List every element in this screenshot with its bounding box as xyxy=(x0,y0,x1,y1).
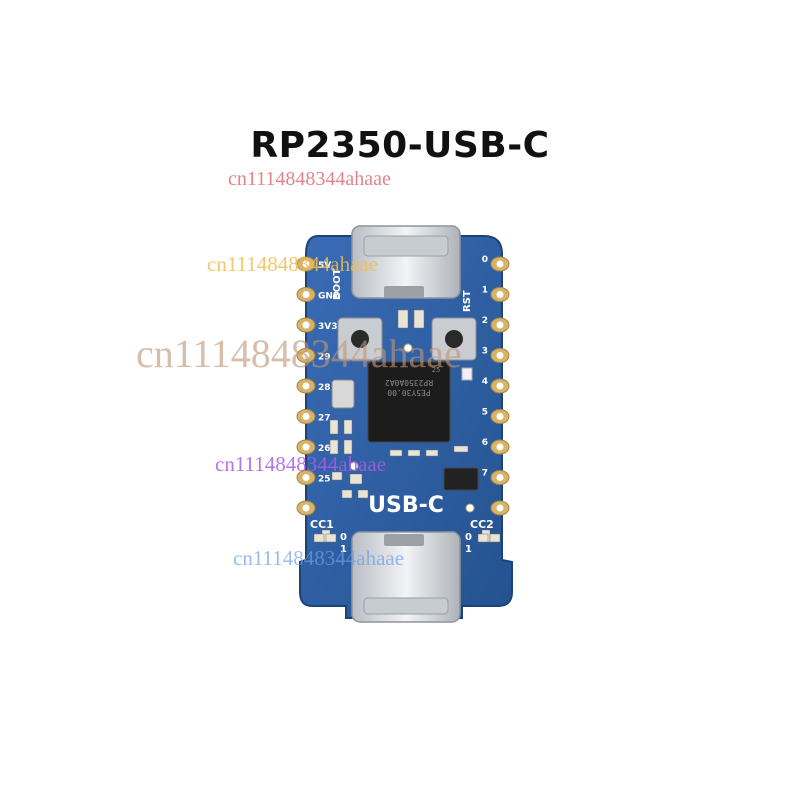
usb-c-connector-top xyxy=(351,225,461,299)
left-pin-label: 25 xyxy=(318,475,331,485)
chip-marking-1: RP2350A0A2 xyxy=(385,378,433,387)
right-pad-1 xyxy=(490,287,510,302)
left-pin-label: GND xyxy=(318,292,340,302)
right-pin-label: 1 xyxy=(482,286,488,296)
cc2-label: CC2 xyxy=(470,518,494,531)
left-pad-0 xyxy=(296,256,316,272)
right-pad-5 xyxy=(490,409,510,424)
watermark-text: cn1114848344ahaae xyxy=(215,452,387,476)
chip-marking-2: PE5Y30.00 xyxy=(387,388,431,397)
right-pad-3 xyxy=(490,348,510,363)
left-pad-2 xyxy=(296,317,316,333)
usb-c-connector-bottom xyxy=(351,531,461,623)
boot-label: BOOT xyxy=(332,268,343,300)
left-pin-labels: 5V GND 3V3 29 28 27 26 25 xyxy=(318,261,340,485)
cc1-label: CC1 xyxy=(310,518,334,531)
left-pin-label: 3V3 xyxy=(318,322,338,332)
right-pad-4 xyxy=(490,378,510,394)
left-pad-5 xyxy=(296,409,316,424)
crystal xyxy=(331,379,355,409)
reset-label: RST xyxy=(462,290,473,312)
right-pin-label: 4 xyxy=(482,377,488,387)
chip-marking-3: 25 xyxy=(432,366,440,374)
right-pin-label: 6 xyxy=(482,438,488,448)
boot-button xyxy=(337,317,383,361)
cc2-value-0: 0 xyxy=(465,532,472,543)
left-pad-1 xyxy=(296,287,316,302)
right-gold-pads xyxy=(490,256,510,516)
right-pad-0 xyxy=(490,256,510,272)
left-pad-4 xyxy=(296,378,316,394)
left-gold-pads xyxy=(296,256,316,516)
right-pad-2 xyxy=(490,317,510,333)
left-pad-3 xyxy=(296,348,316,363)
right-pad-8 xyxy=(490,500,510,516)
right-pin-label: 5 xyxy=(482,408,488,418)
reset-button xyxy=(431,317,477,361)
status-led xyxy=(461,367,473,381)
watermark-text: cn1114848344ahaae xyxy=(228,168,391,190)
watermark-text: cn1114848344ahaae xyxy=(207,252,379,276)
cc-resistor-pads xyxy=(313,533,501,543)
cc1-value-0: 0 xyxy=(340,532,347,543)
rp2350-chip: RP2350A0A2 PE5Y30.00 25 xyxy=(367,361,451,443)
left-pad-6 xyxy=(296,439,316,455)
right-pin-labels: 0 1 2 3 4 5 6 7 xyxy=(482,255,488,479)
right-pin-label: 0 xyxy=(482,255,488,265)
left-pin-label: 29 xyxy=(318,353,331,363)
right-pad-6 xyxy=(490,439,510,455)
left-pad-7 xyxy=(296,470,316,485)
left-pin-label: 28 xyxy=(318,383,331,393)
test-points xyxy=(349,343,475,513)
left-pin-label: 27 xyxy=(318,414,331,424)
watermark-text: cn1114848344ahaae xyxy=(233,546,405,570)
right-pin-label: 3 xyxy=(482,347,488,357)
watermark-text: cn1114848344ahaae xyxy=(136,331,462,376)
flash-chip xyxy=(443,467,479,491)
cc2-value-1: 1 xyxy=(465,544,472,555)
right-pin-label: 2 xyxy=(482,316,488,326)
right-pin-label: 7 xyxy=(482,469,488,479)
cc1-value-1: 1 xyxy=(340,544,347,555)
left-pin-label: 5V xyxy=(318,261,331,271)
board-label: USB-C xyxy=(368,493,444,518)
left-pin-label: 26 xyxy=(318,444,331,454)
left-pad-8 xyxy=(296,500,316,516)
page-title: RP2350-USB-C xyxy=(250,125,550,166)
right-pad-7 xyxy=(490,470,510,485)
